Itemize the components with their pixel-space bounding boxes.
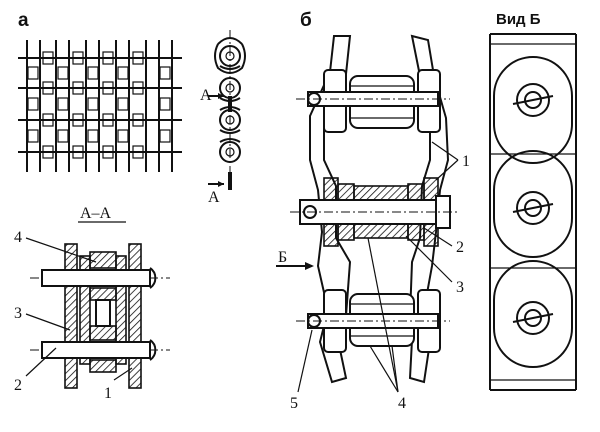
cotter-pin-top [307, 92, 321, 106]
panel-label-a: а [18, 10, 29, 31]
section-mark-upper: А [200, 87, 212, 104]
multirow-chain-top-view [18, 40, 182, 172]
cotter-pin-bottom [307, 314, 321, 328]
view-arrow-label: Б [278, 249, 287, 266]
callout-b-4: 4 [398, 395, 406, 412]
callout-sec-4: 4 [14, 229, 22, 246]
callout-sec-3: 3 [14, 305, 22, 322]
roller-end-2 [493, 150, 573, 258]
roller-end-1 [493, 56, 573, 164]
section-title: А–А [80, 205, 112, 222]
view-title: Вид Б [496, 11, 541, 28]
callout-b-3: 3 [456, 279, 464, 296]
callout-b-1: 1 [462, 153, 470, 170]
callout-b-2: 2 [456, 239, 464, 256]
section-mark-lower: А [208, 189, 220, 206]
panel-label-b: б [300, 10, 312, 31]
roller-end-3 [493, 260, 573, 368]
callout-b-5: 5 [290, 395, 298, 412]
chain-side-view: А А [200, 30, 246, 206]
panel-b: б Б [276, 10, 470, 412]
callout-sec-2: 2 [14, 377, 22, 394]
view-b: Вид Б [489, 11, 577, 391]
callout-sec-1: 1 [104, 385, 112, 402]
section-a-a: А–А 4 3 [14, 205, 170, 402]
panel-a: а [14, 10, 246, 402]
